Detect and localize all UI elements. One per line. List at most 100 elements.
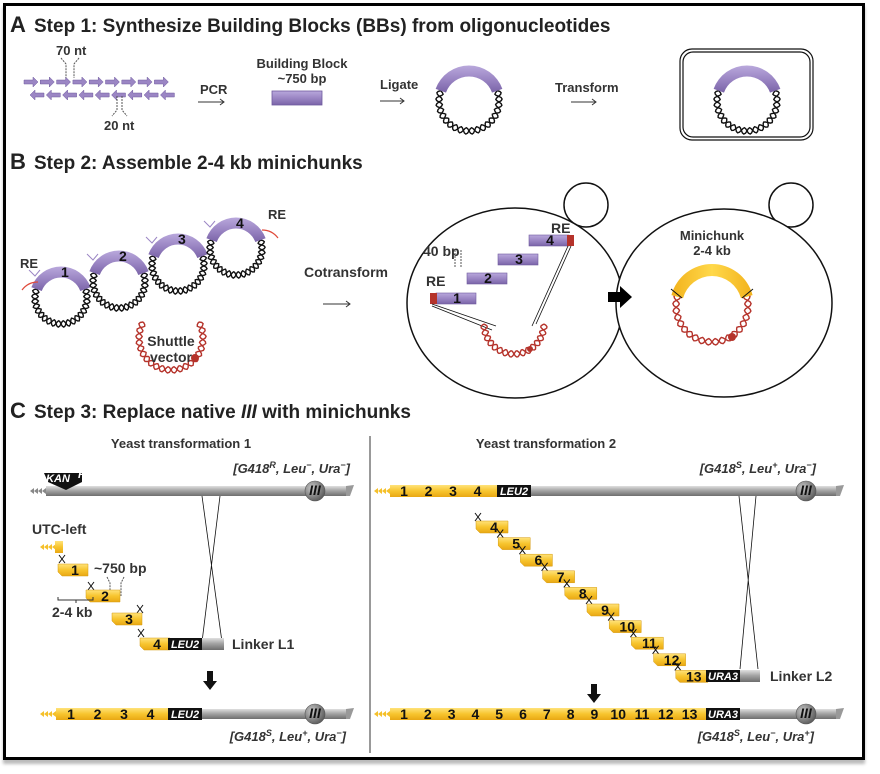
- genotype-superscript: R: [269, 460, 276, 470]
- telomere-arrow-icon: [374, 488, 378, 494]
- marker-body: [168, 708, 202, 720]
- result-chunk-number: 11: [635, 706, 650, 722]
- marker-body: [706, 670, 740, 682]
- re-site-right: [567, 235, 574, 246]
- minichunk-body: [85, 589, 121, 603]
- progress-arrow-icon: [608, 286, 632, 308]
- oligo-reverse-arrow: [127, 89, 143, 101]
- marker-body: [497, 485, 531, 497]
- bb-insert: [89, 250, 149, 275]
- pcr-label: PCR: [200, 82, 228, 97]
- panel-c-letter: C: [10, 398, 26, 423]
- dna-strand: [148, 255, 208, 295]
- panel-b-letter: B: [10, 149, 26, 174]
- bb-fragment-number: 4: [546, 232, 554, 248]
- plasmid-number: 1: [61, 264, 69, 280]
- result-chunk-number: 3: [448, 706, 456, 722]
- genotype-bottom-right: [G418S, Leu−, Ura+]: [697, 728, 815, 744]
- genotype-text: , Leu: [271, 729, 302, 744]
- telomere-arrow-icon: [44, 711, 48, 717]
- yeast-bud-1: [563, 182, 609, 228]
- chromosome-label: III: [309, 705, 322, 721]
- minichunk-4: 4: [139, 636, 171, 652]
- chromosome-end: [346, 708, 354, 719]
- bb-insert: [206, 217, 266, 242]
- telomere-arrow-icon: [48, 544, 52, 550]
- recombination-lines-right: [531, 245, 572, 327]
- ecoli-cell-inner: [682, 51, 811, 138]
- primer-icon: [86, 253, 99, 261]
- genotype-text: , Ura: [310, 461, 340, 476]
- result-chunk-number: 3: [120, 706, 128, 722]
- minichunk-13: 13: [675, 668, 709, 684]
- overlap-40bp-label: 40 bp: [423, 243, 460, 259]
- primer-icon: [28, 269, 41, 277]
- junction-tick: [741, 288, 754, 299]
- minichunk-3: 3: [111, 611, 143, 627]
- oligo-forward-arrow: [40, 76, 55, 88]
- oligo-reverse-arrow: [94, 89, 110, 101]
- utc-left-label: UTC-left: [32, 521, 87, 537]
- overlap-bracket: [454, 250, 462, 268]
- telomere-arrow-icon: [378, 488, 382, 494]
- dna-strand: [435, 90, 503, 135]
- telomere-arrow-icon: [40, 544, 44, 550]
- yeast-cell-2: [615, 208, 833, 398]
- minichunk-body: [139, 637, 171, 651]
- genotype-text: , Ura: [306, 729, 336, 744]
- bb-insert: [713, 65, 781, 93]
- crossover-icon: [630, 628, 637, 638]
- oligo-reverse-arrow: [78, 89, 94, 101]
- genotype-superscript: +: [302, 728, 308, 738]
- re-label-left: RE: [20, 256, 38, 271]
- bb-fragment-number: 1: [453, 290, 461, 306]
- minichunk-plasmid: [670, 263, 754, 346]
- crossover-icon: [496, 529, 504, 538]
- oligo-reverse-arrow: [111, 89, 126, 101]
- dna-strand: [135, 321, 207, 374]
- existing-chunk-number: 4: [474, 483, 482, 499]
- assembled-chunks: [390, 708, 706, 720]
- chromosome-end: [836, 485, 844, 496]
- centromere-circle: [304, 480, 326, 502]
- oligo-forward-arrow: [154, 76, 169, 88]
- genotype-superscript: +: [804, 728, 810, 738]
- transformed-plasmid: [713, 65, 781, 135]
- chromosome-right: [531, 485, 844, 496]
- shuttle-vector: [135, 321, 207, 374]
- linker-l1-label: Linker L1: [232, 636, 294, 652]
- bb-label-line1: Building Block: [257, 56, 349, 71]
- minichunk-number: 4: [153, 636, 161, 652]
- crossover-icon: [607, 612, 615, 621]
- telomere-arrow-icon: [374, 711, 378, 717]
- genotype-superscript: +: [772, 460, 778, 470]
- genotype-top-right: [G418S, Leu+, Ura−]: [699, 460, 817, 476]
- oligo-arrays: [23, 76, 175, 101]
- result-chunk-number: 1: [67, 706, 75, 722]
- cotransform-label: Cotransform: [304, 264, 388, 280]
- overlap-length-label: 20 nt: [104, 118, 135, 133]
- kan-superscript: R: [78, 469, 86, 481]
- dna-strand: [480, 323, 547, 358]
- panel-a: A Step 1: Synthesize Building Blocks (BB…: [10, 12, 814, 141]
- genotype-text: , Ura: [776, 461, 806, 476]
- crossover-icon: [563, 579, 571, 588]
- genotype-text: [G418: [697, 729, 735, 744]
- telomere-arrow-icon: [386, 488, 390, 494]
- minichunk-number: 3: [125, 611, 133, 627]
- chromosome-label: III: [309, 482, 322, 498]
- genotype-top-left: [G418R, Leu−, Ura−]: [232, 460, 350, 476]
- result-chunk-number: 13: [682, 706, 698, 722]
- result-chunk-number: 2: [94, 706, 102, 722]
- genotype-superscript: −: [770, 728, 776, 738]
- panel-b: B Step 2: Assemble 2-4 kb minichunks 123…: [10, 149, 833, 399]
- result-chunk-number: 2: [424, 706, 432, 722]
- chromosome-result-left: [202, 708, 354, 719]
- bb-label-line2: ~750 bp: [278, 71, 327, 86]
- genotype-superscript: −: [340, 460, 346, 470]
- ura3-marker: URA3: [706, 670, 740, 683]
- minichunk-body: [653, 653, 686, 667]
- pcr-arrow-icon: [198, 98, 225, 106]
